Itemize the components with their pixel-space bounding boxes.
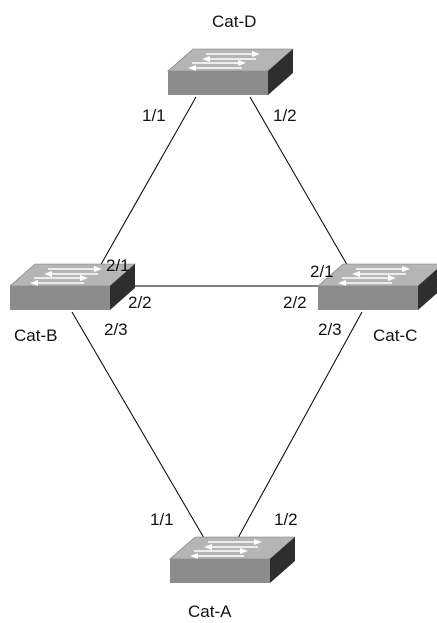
switch-name-cat-c: Cat-C <box>373 326 417 345</box>
link-catd-catc <box>249 96 358 283</box>
switch-cat-d-icon <box>167 48 294 96</box>
link-catb-cata <box>71 311 205 539</box>
link-catc-cata <box>237 311 363 539</box>
port-label-a-1-1: 1/1 <box>150 510 174 529</box>
port-label-c-2-2: 2/2 <box>283 293 307 312</box>
switch-name-cat-b: Cat-B <box>14 326 57 345</box>
port-label-c-2-1: 2/1 <box>310 262 334 281</box>
port-label-d-1-2: 1/2 <box>273 106 297 125</box>
switch-name-cat-a: Cat-A <box>188 602 232 621</box>
switch-cat-a-icon <box>169 536 296 584</box>
port-label-b-2-1: 2/1 <box>106 256 130 275</box>
port-label-c-2-3: 2/3 <box>318 320 342 339</box>
port-label-b-2-3: 2/3 <box>104 320 128 339</box>
link-catd-catb <box>90 96 197 283</box>
switch-name-cat-d: Cat-D <box>212 12 256 31</box>
port-label-b-2-2: 2/2 <box>128 293 152 312</box>
port-label-a-1-2: 1/2 <box>274 510 298 529</box>
switch-cat-c-icon <box>317 263 437 311</box>
port-label-d-1-1: 1/1 <box>142 106 166 125</box>
